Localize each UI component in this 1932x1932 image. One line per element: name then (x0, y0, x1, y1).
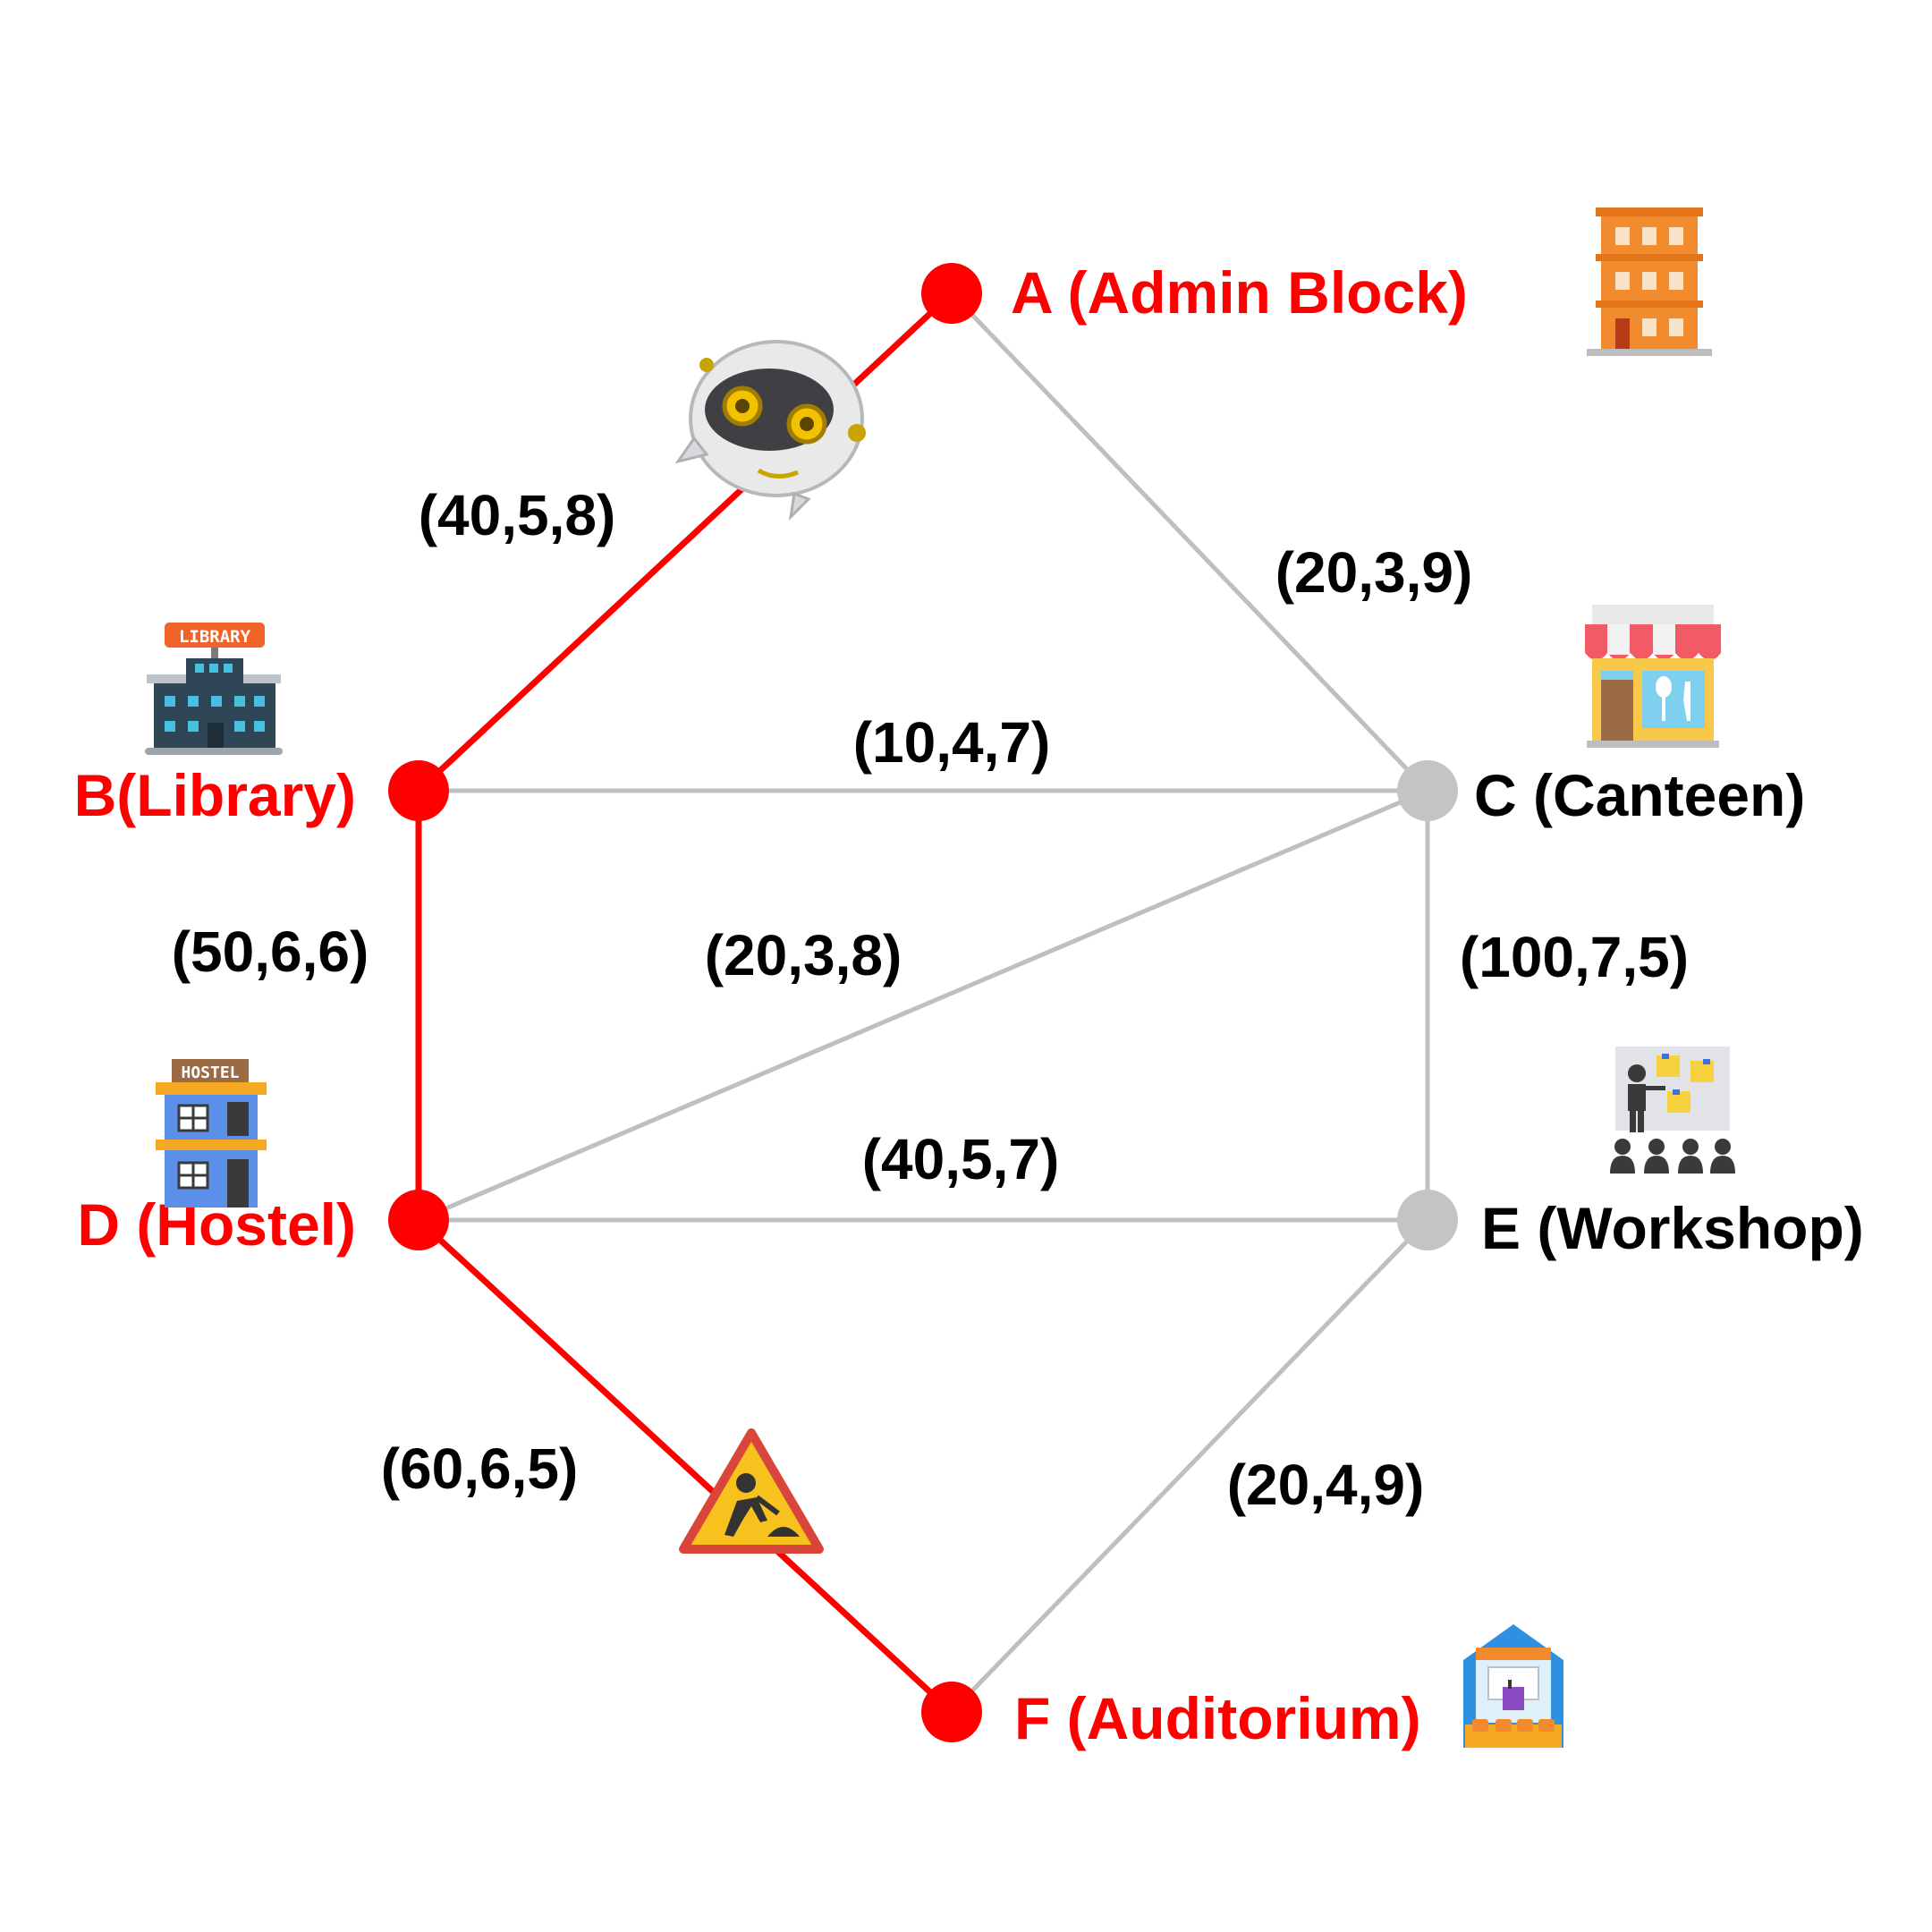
node-f (921, 1682, 982, 1742)
edge-a-c (950, 292, 1429, 792)
edge-label-c-e: (100,7,5) (1460, 925, 1689, 989)
edge-label-d-f: (60,6,5) (381, 1436, 579, 1501)
office-building-icon (1587, 208, 1712, 356)
hostel-sign-text: HOSTEL (181, 1063, 239, 1082)
auditorium-stage-icon (1463, 1624, 1563, 1748)
hostel-building-icon: HOSTEL (156, 1059, 267, 1208)
edge-c-d (418, 788, 1428, 1223)
node-b (388, 760, 449, 821)
edge-label-b-d: (50,6,6) (172, 919, 369, 984)
shop-storefront-icon (1585, 605, 1721, 748)
edge-label-c-d: (20,3,8) (705, 923, 902, 987)
edges-layer (415, 291, 1430, 1715)
node-label-a: A (Admin Block) (1011, 259, 1468, 326)
node-label-e: E (Workshop) (1481, 1195, 1864, 1261)
node-d (388, 1190, 449, 1250)
node-label-c: C (Canteen) (1474, 762, 1805, 828)
edge-label-b-c: (10,4,7) (853, 710, 1051, 775)
road-work-warning-icon (679, 1428, 824, 1554)
node-e (1397, 1190, 1458, 1250)
library-building-icon: LIBRARY (145, 623, 283, 755)
edge-d-f (416, 1217, 954, 1715)
edge-label-a-c: (20,3,9) (1275, 540, 1473, 605)
edge-label-a-b: (40,5,8) (419, 483, 616, 547)
robot-icon (674, 340, 866, 521)
node-a (921, 263, 982, 324)
node-c (1397, 760, 1458, 821)
library-sign-text: LIBRARY (179, 627, 251, 647)
node-label-f: F (Auditorium) (1014, 1685, 1421, 1751)
edge-label-e-f: (20,4,9) (1227, 1453, 1425, 1517)
edge-e-f (950, 1218, 1429, 1714)
presentation-audience-icon (1610, 1046, 1735, 1174)
edge-label-d-e: (40,5,7) (862, 1127, 1060, 1191)
node-labels-layer: A (Admin Block)B(Library)C (Canteen)D (H… (74, 259, 1864, 1751)
edge-labels-layer: (20,3,9) (10,4,7) (20,3,8) (100,7,5) (40,5,7… (172, 483, 1689, 1517)
node-label-b: B(Library) (74, 762, 356, 828)
nodes-layer (388, 263, 1458, 1742)
edge-a-b (416, 291, 954, 793)
